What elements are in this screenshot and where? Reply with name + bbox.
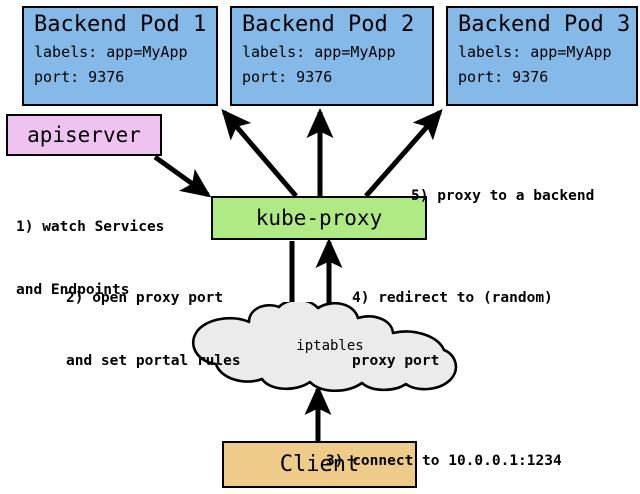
step-5-line-1: 5) proxy to a backend <box>411 188 595 204</box>
backend-pod-3-labels: labels: app=MyApp <box>458 43 612 61</box>
step-2-line-1: 2) open proxy port <box>66 290 224 306</box>
backend-pod-3-title: Backend Pod 3 <box>458 12 631 37</box>
step-3-line-1: 3) connect to 10.0.0.1:1234 <box>326 453 562 469</box>
step-4-caption: 4) redirect to (random) proxy port <box>352 246 553 414</box>
backend-pod-1-title: Backend Pod 1 <box>34 12 207 37</box>
backend-pod-2-box[interactable]: Backend Pod 2 labels: app=MyApp port: 93… <box>230 6 434 106</box>
backend-pod-3-port: port: 9376 <box>458 68 549 86</box>
step-1-caption: 1) watch Services and Endpoints <box>16 175 164 343</box>
kube-proxy-label: kube-proxy <box>255 205 383 230</box>
step-1-line-1: 1) watch Services <box>16 219 165 235</box>
backend-pod-2-port: port: 9376 <box>242 68 333 86</box>
apiserver-box[interactable]: apiserver <box>6 114 162 156</box>
backend-pod-2-title: Backend Pod 2 <box>242 12 415 37</box>
edge-kubeproxy-to-pod1 <box>221 108 298 198</box>
client-box[interactable]: Client <box>222 441 417 488</box>
iptables-cloud[interactable]: iptables <box>186 298 474 393</box>
backend-pod-1-box[interactable]: Backend Pod 1 labels: app=MyApp port: 93… <box>22 6 218 106</box>
apiserver-label: apiserver <box>27 122 141 147</box>
kube-proxy-box[interactable]: kube-proxy <box>211 196 427 240</box>
step-2-caption: 2) open proxy port and set portal rules <box>66 246 241 414</box>
step-4-line-2: proxy port <box>352 353 440 369</box>
step-1-line-2: and Endpoints <box>16 282 130 298</box>
backend-pod-1-labels: labels: app=MyApp <box>34 43 188 61</box>
iptables-label: iptables <box>296 338 364 354</box>
backend-pod-1-port: port: 9376 <box>34 68 125 86</box>
client-label: Client <box>279 451 360 477</box>
backend-pod-3-box[interactable]: Backend Pod 3 labels: app=MyApp port: 93… <box>446 6 638 106</box>
backend-pod-2-labels: labels: app=MyApp <box>242 43 396 61</box>
step-3-caption: 3) connect to 10.0.0.1:1234 <box>326 409 562 494</box>
step-4-line-1: 4) redirect to (random) <box>352 290 553 306</box>
cloud-shape-icon <box>191 298 458 393</box>
step-5-caption: 5) proxy to a backend <box>411 144 594 249</box>
step-2-line-2: and set portal rules <box>66 353 241 369</box>
